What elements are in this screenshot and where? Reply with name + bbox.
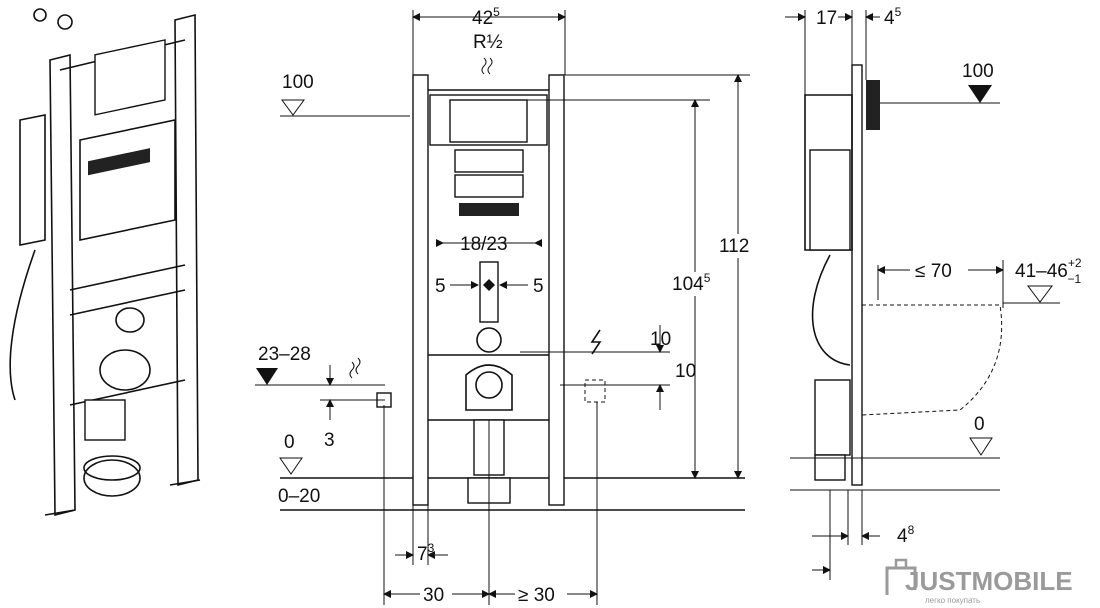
- offset-left-dimension: 5: [435, 276, 446, 297]
- plate-dimension: 45: [884, 5, 902, 29]
- thread-label: R½: [473, 32, 503, 53]
- watermark-tagline: легко покупать: [925, 596, 980, 605]
- side-floor-level-label: 0: [974, 414, 985, 435]
- foot-depth-dimension: 48: [897, 523, 915, 547]
- drain-range-dimension: 23–28: [258, 344, 311, 365]
- offset-right-dimension: 5: [533, 276, 544, 297]
- total-height-dimension: 112: [719, 236, 749, 257]
- supply-gap-dimension-2: 10: [675, 361, 696, 382]
- spacing-dimension: 18/23: [460, 234, 508, 255]
- front-view: 425 R½ 1045 112 100 18/23 5 5 23–28 3: [255, 5, 758, 606]
- brand-label: GEBERIT: [98, 175, 133, 184]
- seat-height-dimension: 41–46+2−1: [1015, 256, 1082, 286]
- half-width-dimension: 30: [423, 585, 444, 606]
- supply-gap-dimension: 10: [650, 329, 671, 350]
- frame-height-dimension: 1045: [672, 271, 711, 295]
- width-dimension: 425: [472, 5, 500, 29]
- watermark-logo: JUSTMOBILE легко покупать: [885, 558, 1073, 605]
- post-offset-dimension: 73: [417, 541, 435, 565]
- depth-dimension: 17: [816, 8, 837, 29]
- drain-offset-dimension: 3: [324, 430, 335, 451]
- floor-range-label: 0–20: [278, 486, 320, 507]
- top-level-label: 100: [282, 72, 314, 93]
- side-top-level-label: 100: [962, 61, 994, 82]
- isometric-frame-view: GEBERIT: [9, 8, 201, 517]
- min-clearance-dimension: ≥ 30: [518, 585, 555, 606]
- watermark-name: JUSTMOBILE: [905, 566, 1073, 596]
- floor-level-label: 0: [284, 432, 295, 453]
- bowl-reach-dimension: ≤ 70: [915, 261, 952, 282]
- side-view: 17 45 100 ≤ 70 41–46+2−1 0 48: [785, 5, 1082, 580]
